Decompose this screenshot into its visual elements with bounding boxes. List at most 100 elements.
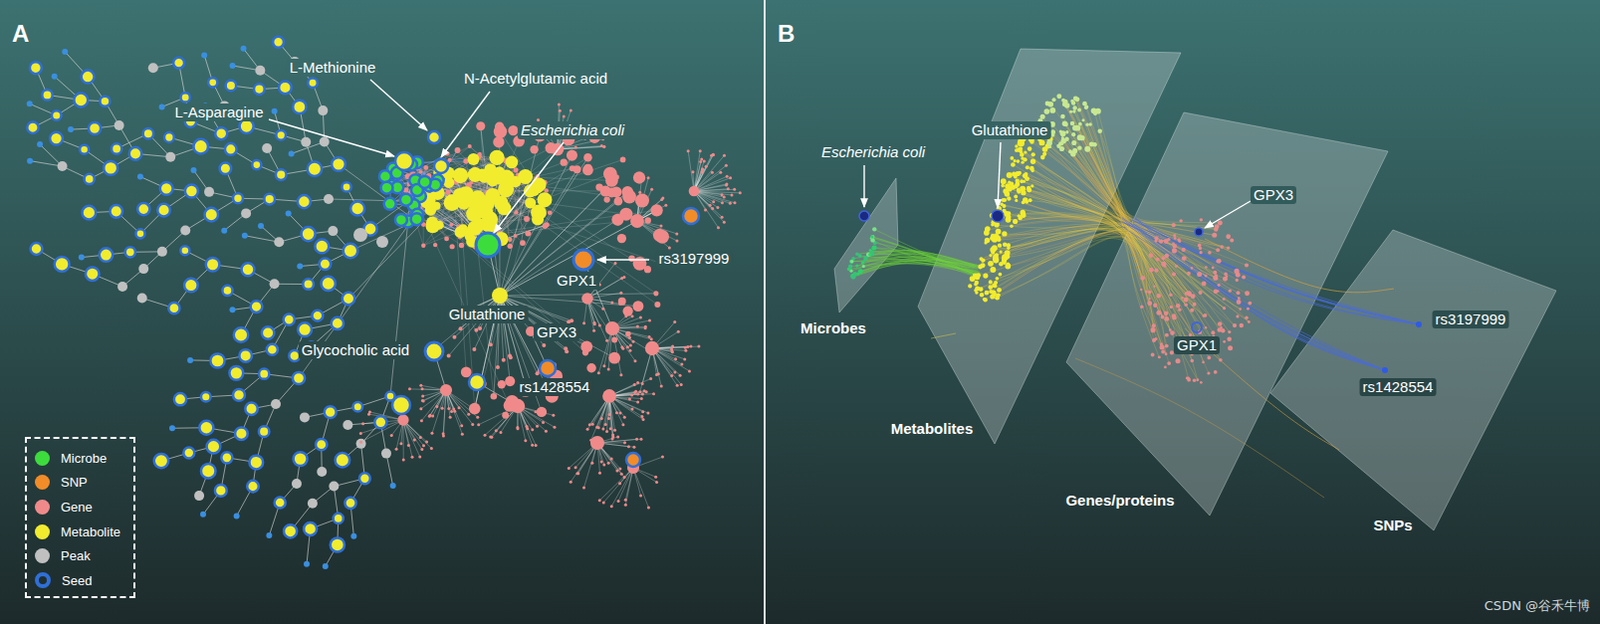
network-node <box>724 164 728 168</box>
network-node <box>466 221 482 236</box>
network-node <box>610 504 614 508</box>
network-node <box>456 168 467 180</box>
network-node <box>660 225 664 229</box>
network-link <box>403 420 432 450</box>
network-node <box>980 262 986 268</box>
network-node <box>450 410 454 414</box>
network-node <box>273 236 284 247</box>
network-node <box>646 412 650 416</box>
network-node <box>631 408 635 412</box>
network-node <box>501 358 506 363</box>
network-node <box>510 399 525 414</box>
network-node <box>507 237 513 243</box>
network-node <box>557 102 561 106</box>
network-node <box>613 174 620 181</box>
network-node <box>1013 159 1017 163</box>
network-node <box>253 83 265 95</box>
network-link <box>408 148 551 223</box>
network-node <box>293 452 308 466</box>
network-node <box>319 258 332 271</box>
network-node <box>725 175 729 179</box>
network-node <box>483 434 487 438</box>
network-node <box>183 448 195 459</box>
network-node <box>300 137 311 148</box>
network-node <box>733 201 737 205</box>
network-node <box>671 345 675 349</box>
network-node <box>292 100 306 114</box>
network-node <box>851 274 857 280</box>
network-node <box>992 257 999 264</box>
network-node <box>650 188 654 192</box>
network-node <box>722 154 726 158</box>
network-node <box>453 410 457 414</box>
network-node <box>673 320 677 324</box>
network-node <box>501 412 509 420</box>
network-node <box>225 143 237 156</box>
network-node <box>618 466 622 470</box>
network-node <box>621 347 625 351</box>
network-link <box>499 177 617 296</box>
network-node <box>335 453 351 468</box>
network-node <box>584 164 593 173</box>
network-node <box>575 471 579 475</box>
network-link <box>1122 219 1385 371</box>
network-node <box>73 93 88 108</box>
network-node <box>157 204 171 218</box>
network-node <box>652 392 656 396</box>
network-node <box>164 132 175 143</box>
network-node <box>228 306 235 313</box>
network-link <box>873 253 977 276</box>
network-link <box>446 390 462 435</box>
network-node <box>187 357 194 364</box>
network-node <box>399 442 403 446</box>
network-node <box>855 252 859 256</box>
network-node <box>633 171 646 184</box>
network-node <box>494 429 498 433</box>
network-node <box>441 407 445 411</box>
network-node <box>591 423 595 427</box>
network-node <box>397 414 409 426</box>
network-node <box>582 486 586 490</box>
network-link <box>451 161 506 226</box>
network-node <box>307 162 322 177</box>
network-node <box>715 206 719 210</box>
network-link <box>1015 177 1198 381</box>
network-node <box>180 245 190 255</box>
network-node <box>671 350 675 354</box>
network-node <box>1016 159 1021 164</box>
network-node <box>613 429 617 433</box>
network-node <box>590 436 605 451</box>
network-link <box>403 420 405 460</box>
network-node <box>85 266 100 281</box>
network-node <box>623 416 627 420</box>
network-node <box>468 403 481 416</box>
network-node <box>690 170 694 174</box>
network-node <box>680 383 684 387</box>
network-node <box>674 357 678 361</box>
network-node <box>381 449 392 459</box>
network-node <box>537 192 553 208</box>
network-node <box>576 471 580 475</box>
network-node <box>608 352 621 365</box>
network-link <box>425 146 470 183</box>
network-node <box>996 287 1002 293</box>
network-node <box>560 158 568 166</box>
network-node <box>496 196 507 207</box>
network-node <box>590 461 594 465</box>
network-node <box>488 150 504 166</box>
network-node <box>720 201 724 205</box>
network-link <box>538 212 657 293</box>
network-node <box>620 276 624 280</box>
network-node <box>726 187 730 191</box>
network-node <box>201 392 212 403</box>
network-node <box>1024 200 1029 205</box>
network-node <box>573 249 594 270</box>
network-node <box>982 297 987 302</box>
network-node <box>615 469 619 473</box>
network-node <box>323 194 334 205</box>
network-node <box>611 435 615 439</box>
network-node <box>598 324 602 328</box>
network-node <box>232 193 243 204</box>
